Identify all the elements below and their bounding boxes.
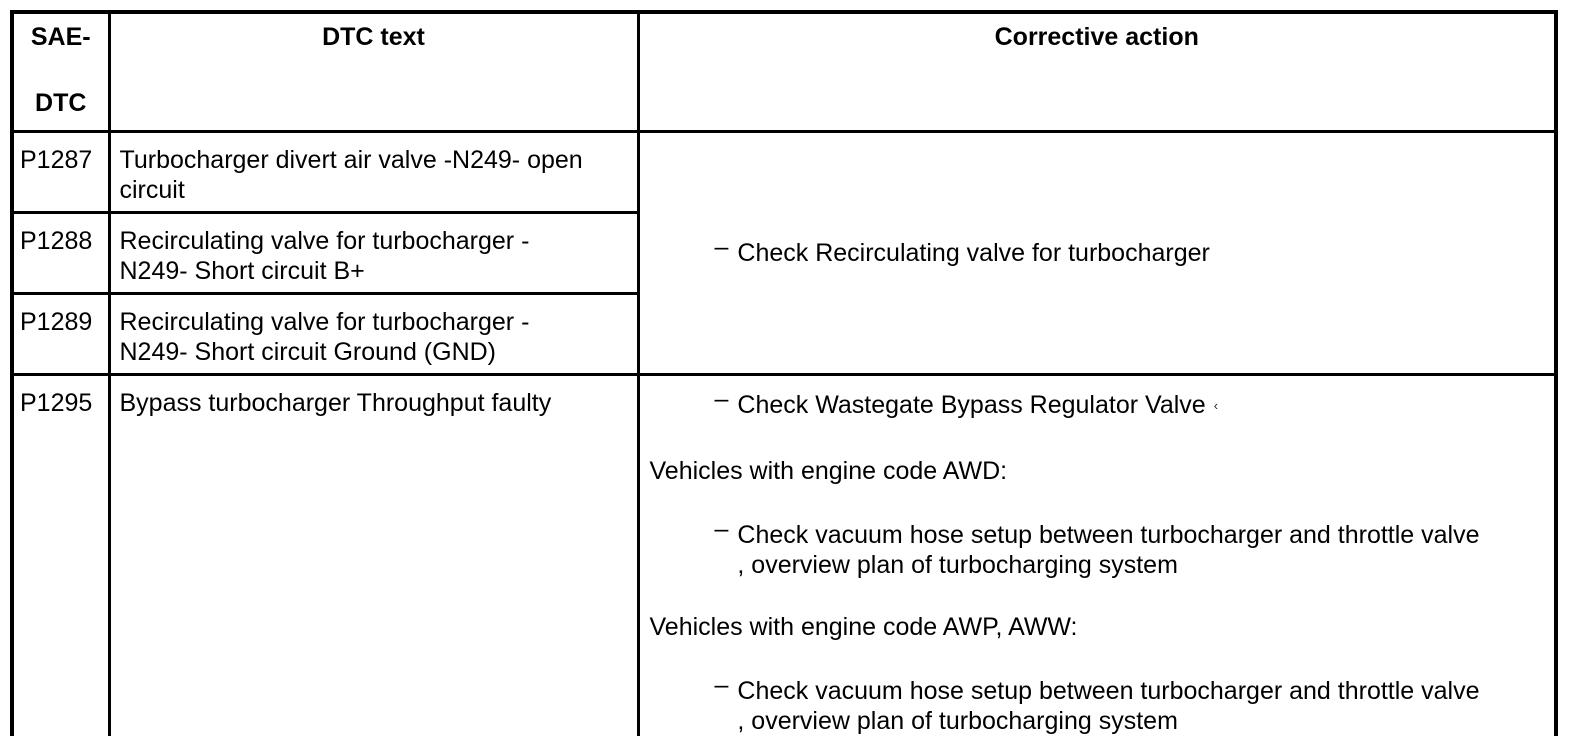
header-sae-dtc-line2: DTC bbox=[35, 89, 87, 117]
table-row-p1289: P1289 Recirculating valve for turbocharg… bbox=[10, 292, 1556, 376]
header-sae-dtc-line1: SAE- bbox=[30, 23, 91, 51]
action-bullet-text: Check vacuum hose setup between turbocha… bbox=[737, 521, 1480, 579]
table-row-p1295: P1295 Bypass turbocharger Throughput fau… bbox=[10, 373, 1558, 736]
dtc-text-p1289: Recirculating valve for turbocharger - N… bbox=[107, 292, 640, 376]
header-corrective-action: Corrective action bbox=[636, 10, 1558, 133]
bullet-dash-icon: – bbox=[714, 515, 729, 543]
action-bullet-recirculating-valve: – Check Recirculating valve for turbocha… bbox=[715, 233, 1545, 268]
header-sae-dtc: SAE- DTC bbox=[10, 10, 111, 133]
dtc-code-p1289: P1289 bbox=[10, 292, 111, 376]
table-row-p1287: P1287 Turbocharger divert air valve -N24… bbox=[10, 130, 1558, 376]
bullet-dash-icon: – bbox=[714, 385, 729, 413]
table-header-row: SAE- DTC DTC text Corrective action bbox=[10, 10, 1558, 133]
bullet-dash-icon: – bbox=[714, 671, 729, 699]
dtc-code-p1287: P1287 bbox=[10, 130, 111, 214]
dtc-code-p1295: P1295 bbox=[10, 373, 111, 736]
corrective-action-p1295-cell: – Check Wastegate Bypass Regulator Valve… bbox=[636, 373, 1558, 736]
dtc-text-p1295: Bypass turbocharger Throughput faulty bbox=[107, 373, 640, 736]
bullet-dash-icon: – bbox=[714, 233, 729, 261]
reference-mark: ‹ bbox=[1213, 398, 1219, 413]
wastegate-bullet-text: Check Wastegate Bypass Regulator Valve bbox=[737, 391, 1206, 419]
action-bullet-text: Check vacuum hose setup between turbocha… bbox=[737, 677, 1480, 735]
dtc-code-p1288: P1288 bbox=[10, 211, 111, 295]
action-bullet-text: Check Wastegate Bypass Regulator Valve ‹ bbox=[737, 390, 1218, 424]
action-bullet-wastegate: – Check Wastegate Bypass Regulator Valve… bbox=[715, 385, 1547, 424]
engine-code-heading-awp-aww: Vehicles with engine code AWP, AWW: bbox=[649, 613, 1078, 641]
header-dtc-text: DTC text bbox=[107, 10, 640, 133]
dtc-text-p1287: Turbocharger divert air valve -N249- ope… bbox=[107, 130, 640, 214]
action-bullet-text: Check Recirculating valve for turbocharg… bbox=[737, 239, 1210, 267]
action-bullet-vacuum-hose-awd: – Check vacuum hose setup between turboc… bbox=[715, 515, 1547, 580]
engine-code-heading-awd: Vehicles with engine code AWD: bbox=[649, 457, 1008, 485]
action-bullet-vacuum-hose-awp: – Check vacuum hose setup between turboc… bbox=[715, 671, 1547, 736]
table-row-p1288: P1288 Recirculating valve for turbocharg… bbox=[10, 211, 1556, 295]
dtc-table: SAE- DTC DTC text Corrective action P128… bbox=[10, 10, 1558, 736]
corrective-action-merged-cell: – Check Recirculating valve for turbocha… bbox=[636, 130, 1558, 376]
dtc-text-p1288: Recirculating valve for turbocharger - N… bbox=[107, 211, 640, 295]
